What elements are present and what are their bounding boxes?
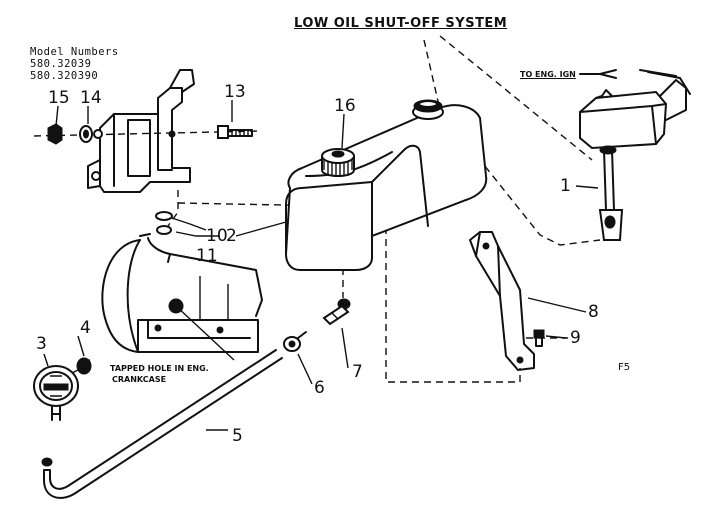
part-label-16: 16 xyxy=(334,96,356,116)
mounting-bracket xyxy=(87,69,195,193)
hose-clamp-6 xyxy=(283,331,307,352)
part-label-4: 4 xyxy=(80,318,91,338)
plug-4 xyxy=(76,357,92,375)
washer-10 xyxy=(155,211,173,221)
drain-valve-3 xyxy=(33,365,79,421)
model-numbers-heading: Model Numbers xyxy=(30,46,119,58)
hose-fitting-7 xyxy=(322,298,351,326)
model-number-2: 580.320390 xyxy=(30,70,99,82)
crankcase-label: CRANKCASE xyxy=(112,375,167,384)
ignition-label: TO ENG. IGN xyxy=(520,70,576,79)
part-label-2: 2 xyxy=(226,226,237,246)
nut-15 xyxy=(47,123,63,145)
engine-crankcase xyxy=(101,233,263,361)
washer-14 xyxy=(79,125,93,143)
part-label-6: 6 xyxy=(314,378,325,398)
leader-lines xyxy=(43,100,599,431)
part-label-11: 11 xyxy=(196,246,218,266)
figure-code: F5 xyxy=(618,362,631,373)
part-label-7: 7 xyxy=(352,362,363,382)
dash-title-to-switch xyxy=(439,35,593,161)
part-label-8: 8 xyxy=(588,302,599,322)
dash-bracket-to-washers xyxy=(167,190,179,227)
model-number-1: 580.32039 xyxy=(30,58,92,70)
part-label-9: 9 xyxy=(570,328,581,348)
diagram-title: LOW OIL SHUT-OFF SYSTEM xyxy=(294,16,508,31)
part-label-5: 5 xyxy=(232,426,243,446)
dash-bolt-axis xyxy=(33,130,261,137)
screw-9 xyxy=(533,329,545,347)
bolt-13 xyxy=(217,125,253,139)
part-label-1: 1 xyxy=(560,176,571,196)
part-label-14: 14 xyxy=(80,88,102,108)
part-label-3: 3 xyxy=(36,334,47,354)
dash-fitting-to-bracket8 xyxy=(385,276,521,383)
switch-bracket-8 xyxy=(469,231,535,371)
tapped-hole-label: TAPPED HOLE IN ENG. xyxy=(110,364,209,373)
part-label-15: 15 xyxy=(48,88,70,108)
tank-cap-16 xyxy=(321,148,355,177)
washer-11 xyxy=(156,225,172,235)
dash-tank-to-switch xyxy=(423,39,601,246)
part-label-13: 13 xyxy=(224,82,246,102)
oil-level-switch xyxy=(579,69,691,241)
part-label-10: 10 xyxy=(206,226,228,246)
oil-hose-5 xyxy=(41,349,283,499)
oil-tank xyxy=(284,99,488,271)
